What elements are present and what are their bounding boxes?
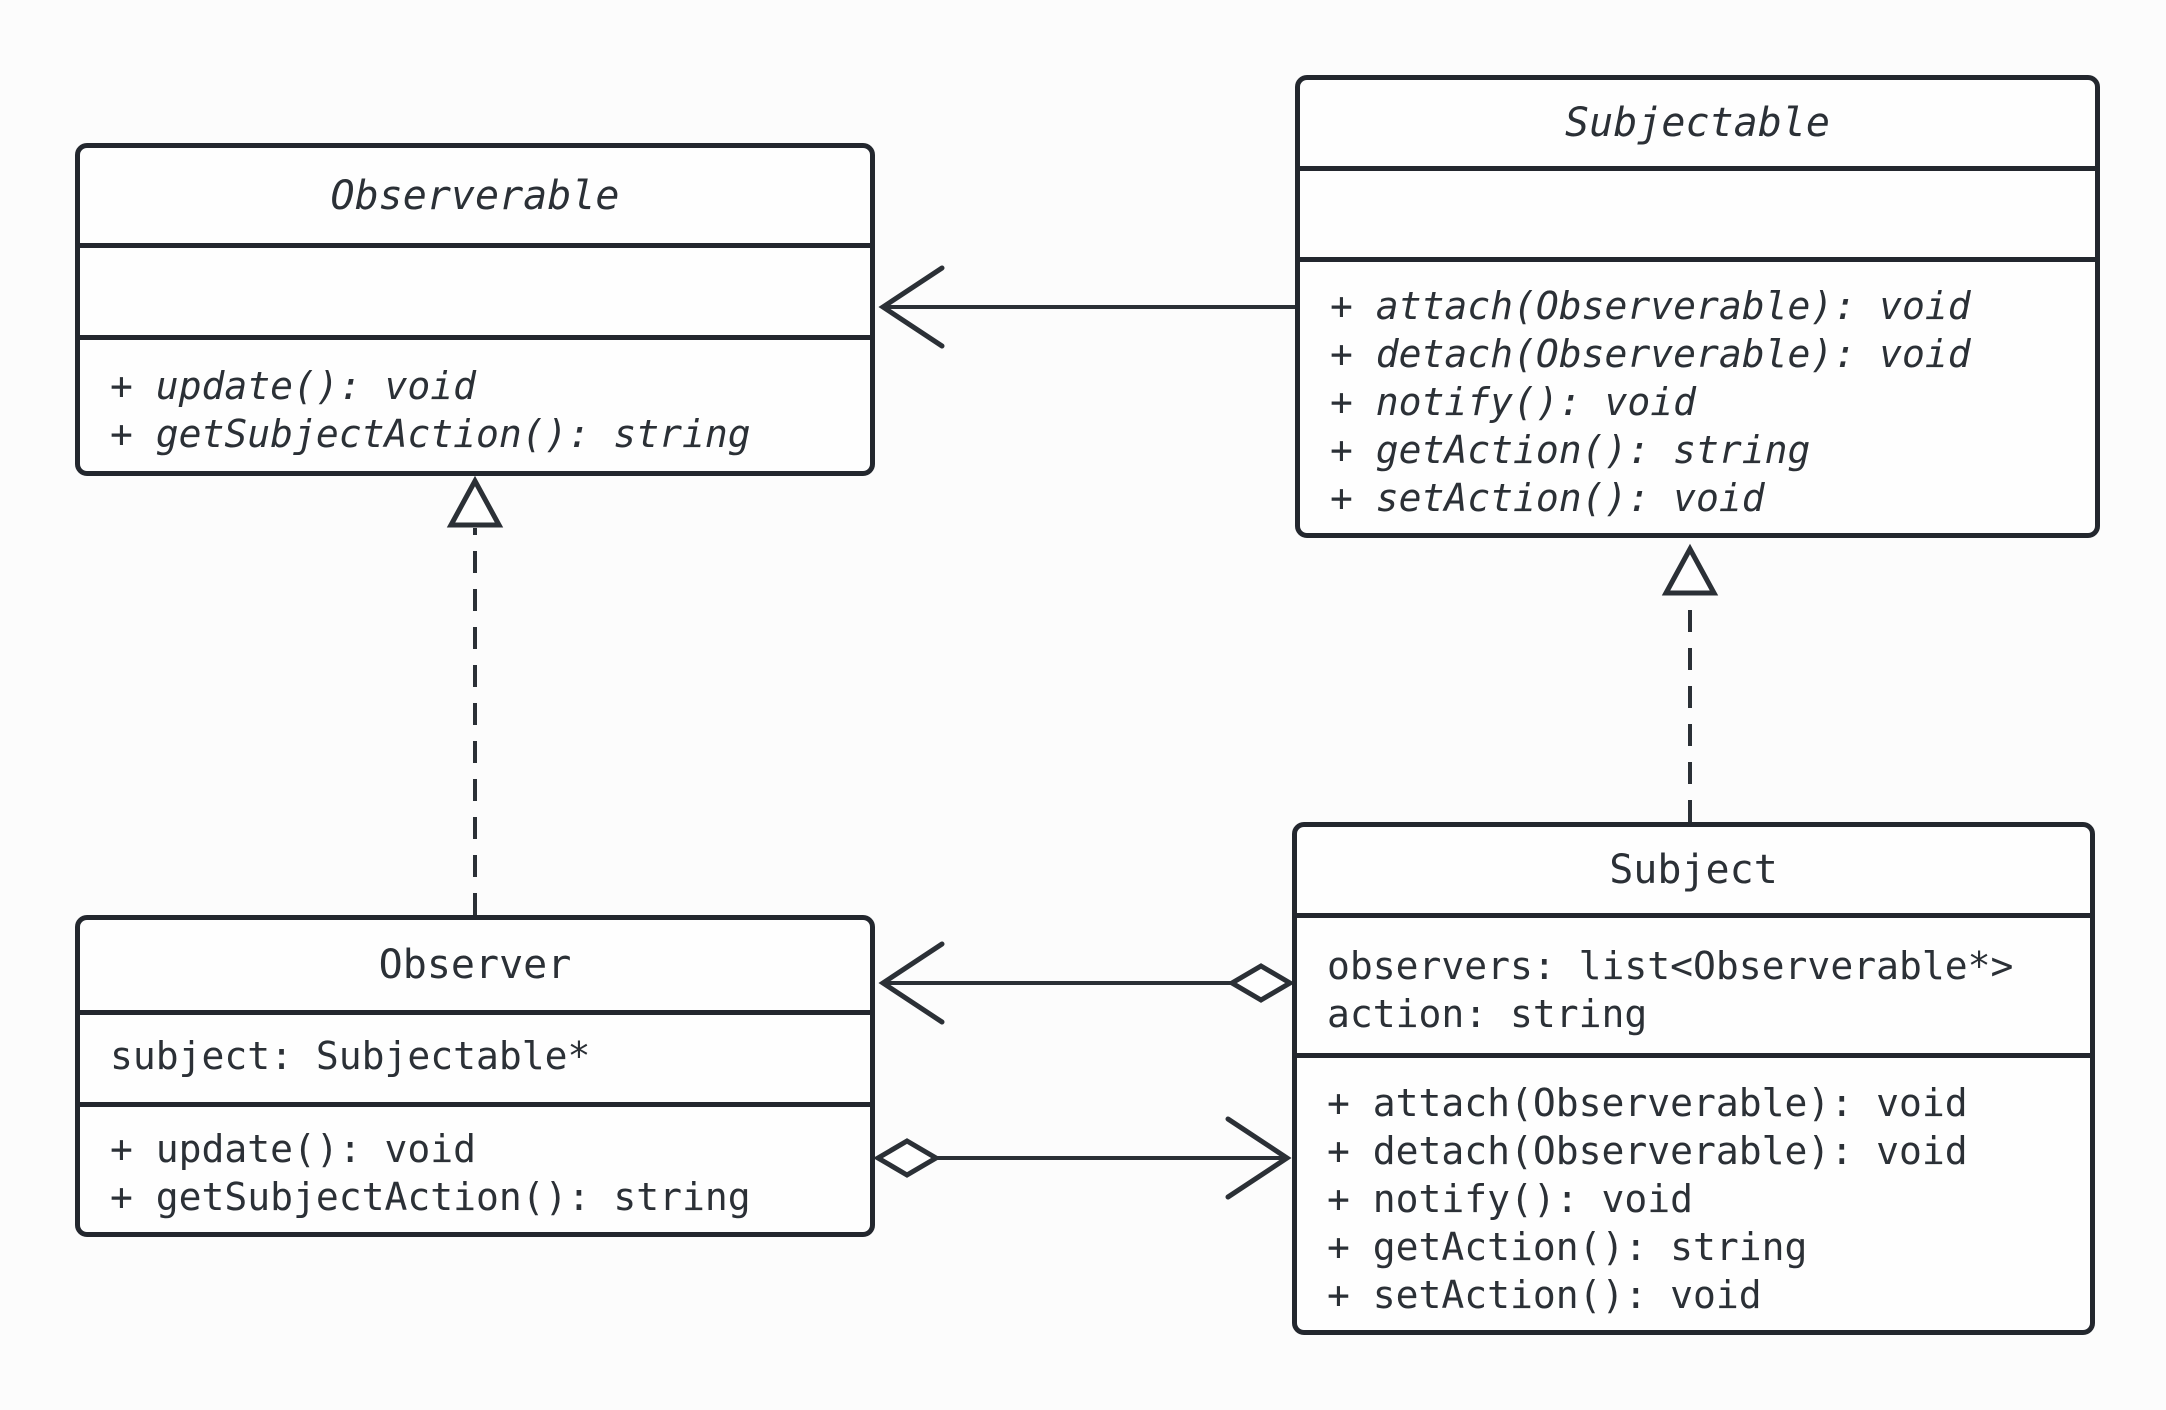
method: + setAction(): void (1327, 1273, 1762, 1317)
class-title: Observer (378, 942, 572, 988)
attribute: observers: list<Observerable*> (1327, 944, 2014, 988)
method: + update(): void (110, 1127, 477, 1171)
attribute: subject: Subjectable* (110, 1034, 591, 1078)
class-observer[interactable]: Observer subject: Subjectable* + update(… (75, 915, 875, 1237)
hollow-triangle-icon (1661, 543, 1719, 596)
method: + attach(Observerable): void (1330, 284, 1971, 328)
method: + getAction(): string (1327, 1225, 1808, 1269)
attribute: action: string (1327, 992, 1648, 1036)
class-observerable[interactable]: Observerable + update(): void + getSubje… (75, 143, 875, 476)
class-title: Subject (1609, 847, 1778, 893)
method: + getSubjectAction(): string (110, 1175, 751, 1219)
class-subject[interactable]: Subject observers: list<Observerable*> a… (1292, 822, 2095, 1335)
methods-section: + attach(Observerable): void + detach(Ob… (1300, 257, 2095, 533)
methods-section: + attach(Observerable): void + detach(Ob… (1297, 1053, 2090, 1330)
open-arrowhead-icon (878, 941, 945, 1025)
open-arrowhead-icon (1225, 1116, 1292, 1200)
methods-section: + update(): void + getSubjectAction(): s… (80, 335, 870, 471)
realization-observer-to-observerable[interactable] (446, 475, 504, 915)
method: + notify(): void (1327, 1177, 1694, 1221)
class-title: Observerable (330, 172, 620, 219)
hollow-triangle-icon (446, 475, 504, 528)
method: + detach(Observerable): void (1327, 1129, 1968, 1173)
method: + setAction(): void (1330, 476, 1765, 520)
association-subjectable-to-observerable[interactable] (878, 265, 1295, 349)
attributes-section: subject: Subjectable* (80, 1010, 870, 1102)
attributes-section: observers: list<Observerable*> action: s… (1297, 913, 2090, 1053)
hollow-diamond-icon (1227, 963, 1295, 1003)
class-title: Subjectable (1565, 100, 1830, 146)
method: + attach(Observerable): void (1327, 1081, 1968, 1125)
attributes-section (80, 243, 870, 335)
aggregation-subject-to-observer[interactable] (878, 941, 1295, 1025)
realization-subject-to-subjectable[interactable] (1661, 543, 1719, 822)
method: + notify(): void (1330, 380, 1697, 424)
methods-section: + update(): void + getSubjectAction(): s… (80, 1102, 870, 1232)
method: + update(): void (110, 364, 477, 408)
method: + getSubjectAction(): string (110, 412, 751, 456)
aggregation-observer-to-subject[interactable] (873, 1116, 1292, 1200)
method: + getAction(): string (1330, 428, 1811, 472)
open-arrowhead-icon (878, 265, 945, 349)
class-subjectable[interactable]: Subjectable + attach(Observerable): void… (1295, 75, 2100, 538)
attributes-section (1300, 166, 2095, 257)
hollow-diamond-icon (873, 1138, 941, 1178)
method: + detach(Observerable): void (1330, 332, 1971, 376)
